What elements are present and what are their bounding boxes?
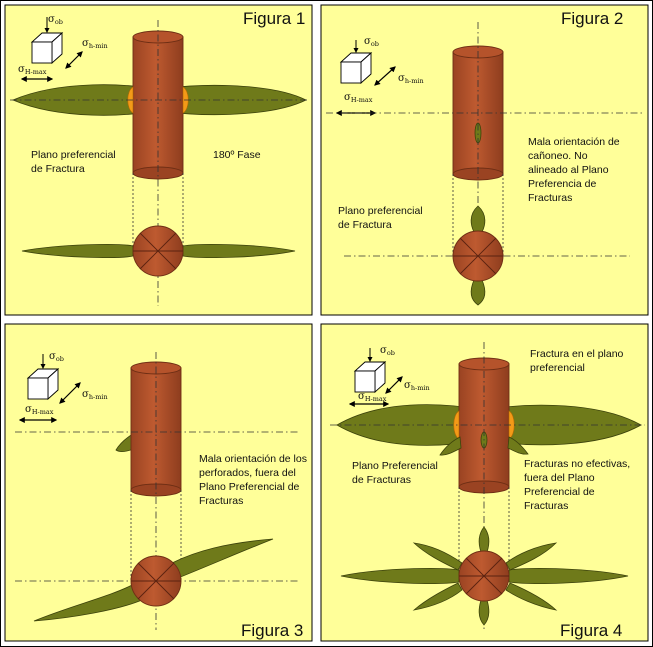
- sigma-h-min-label: σh-min: [82, 389, 108, 401]
- panel-title: Figura 4: [560, 621, 622, 640]
- plan-fracture-down-right: [505, 582, 558, 611]
- plan-wellbore-circle: [452, 230, 504, 282]
- panel-title: Figura 3: [241, 621, 303, 640]
- note-plano-preferencial: Plano preferencial de Fractura: [338, 205, 426, 231]
- stress-cube-icon: [20, 17, 83, 82]
- plan-perforation-bottom: [470, 279, 486, 306]
- panel-figura-1: Figura 1 σob σh-min σH-max: [4, 4, 313, 316]
- note-fractura-plano-preferencial: Fractura en el plano preferencial: [530, 348, 626, 374]
- panel-figura-4: Figura 4 σob σh-min σH-max: [320, 323, 649, 642]
- perforation-nonefective-right: [507, 436, 529, 455]
- sigma-h-min-label: σh-min: [398, 73, 424, 85]
- note-fase: 180º Fase: [213, 149, 261, 161]
- plan-fracture-right: [171, 538, 274, 579]
- sigma-h-min-label: σh-min: [82, 38, 108, 50]
- sigma-H-max-label: σH-max: [358, 391, 387, 403]
- panel-figura-3: Figura 3 σob σh-min σH-max: [4, 323, 313, 642]
- plan-fracture-right: [508, 568, 629, 584]
- plan-wellbore-circle: [130, 555, 182, 607]
- sigma-h-min-label: σh-min: [404, 380, 430, 392]
- sigma-h-min-arrow: [65, 51, 83, 69]
- note-mala-orientacion: Mala orientación de cañoneo. No alineado…: [528, 136, 623, 204]
- note-fracturas-no-efectivas: Fracturas no efectivas, fuera del Plano …: [524, 458, 633, 512]
- sigma-ob-label: σob: [380, 345, 395, 357]
- sigma-ob-label: σob: [49, 351, 64, 363]
- plan-fracture-down-left: [412, 582, 463, 611]
- plan-fracture-up-right: [505, 542, 558, 571]
- sigma-H-max-label: σH-max: [18, 64, 47, 76]
- perforation-nonefective-left: [439, 436, 462, 456]
- note-plano-preferencial: Plano preferencial de Fractura: [31, 149, 119, 175]
- panel-title: Figura 1: [243, 9, 305, 28]
- note-mala-orientacion-perforados: Mala orientación de los perforados, fuer…: [199, 453, 310, 507]
- plan-wellbore-circle: [132, 225, 184, 277]
- stress-cube-icon: [348, 348, 403, 407]
- sigma-ob-label: σob: [364, 36, 379, 48]
- plan-wellbore-circle: [458, 550, 510, 602]
- panel-title: Figura 2: [561, 9, 623, 28]
- sigma-ob-label: σob: [48, 14, 63, 26]
- stress-cube-icon: [18, 354, 81, 423]
- sigma-H-max-label: σH-max: [344, 92, 373, 104]
- note-plano-preferencial-fracturas: Plano Preferencial de Fracturas: [352, 460, 441, 486]
- plan-fracture-right: [182, 244, 296, 258]
- sigma-H-max-label: σH-max: [25, 404, 54, 416]
- plan-perforation-bottom: [478, 599, 490, 626]
- panel-figura-2: Figura 2 σob σh-min σH-max: [320, 4, 649, 316]
- stress-cube-icon: [335, 40, 396, 116]
- plan-fracture-up-left: [412, 542, 463, 571]
